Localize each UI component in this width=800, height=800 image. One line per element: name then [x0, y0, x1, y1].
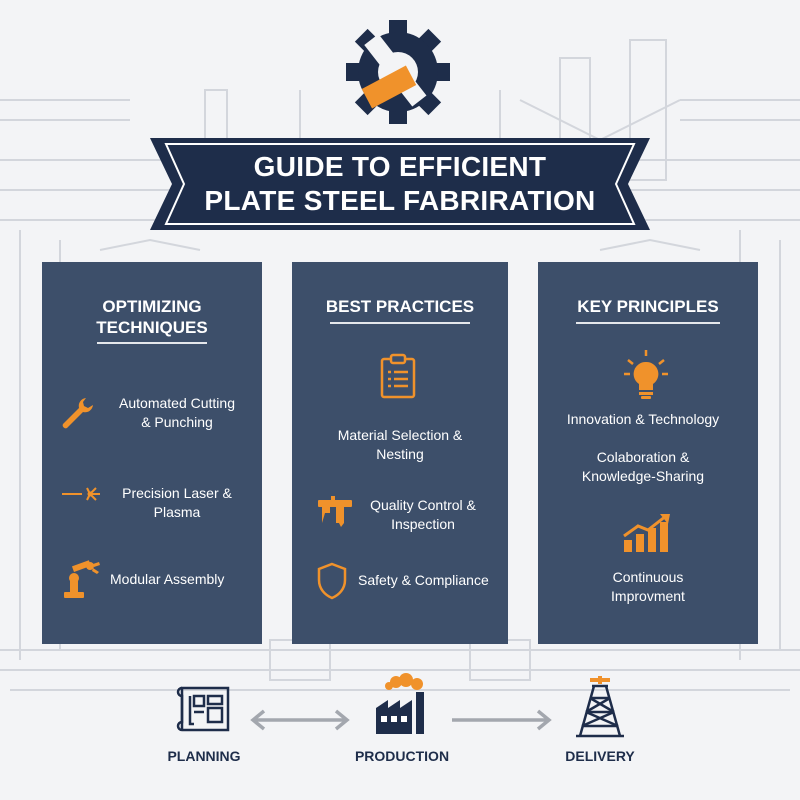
item-line-1: Innovation & Technology: [566, 411, 720, 427]
item-line-1: Quality Control &: [370, 497, 476, 513]
item-line-2: Knowledge-Sharing: [581, 468, 705, 484]
title-line-2: PLATE STEEL FABRIRATION: [204, 185, 596, 216]
list-item: Safety & Compliance: [358, 571, 508, 590]
title-underline: [330, 322, 470, 324]
gear-wrench-logo-icon: [346, 20, 450, 124]
item-line-2: & Punching: [141, 414, 213, 430]
item-line-1: Automated Cutting: [119, 395, 235, 411]
item-line-1: Continuous: [612, 569, 684, 585]
panel-best-practices: BEST PRACTICES Material Selection & Nest…: [292, 262, 508, 644]
panel-title-line-1: BEST PRACTICES: [325, 297, 475, 316]
title-banner: [150, 138, 650, 230]
list-item: Modular Assembly: [110, 570, 260, 589]
wrench-icon: [62, 398, 93, 429]
factory-icon: [376, 673, 424, 734]
caliper-icon: [318, 496, 352, 527]
robot-arm-icon: [64, 560, 100, 598]
growth-chart-icon: [623, 514, 670, 552]
panel-title-line-1: KEY PRINCIPLES: [577, 297, 719, 316]
panel-title: OPTIMIZING TECHNIQUES: [42, 296, 262, 338]
item-line-2: Inspection: [391, 516, 455, 532]
oil-rig-icon: [576, 676, 624, 738]
title-underline: [576, 322, 720, 324]
double-arrow-icon: [250, 709, 350, 731]
item-line-1: Precision Laser &: [122, 485, 232, 501]
panel-key-principles: KEY PRINCIPLES Innovation & Technology C…: [538, 262, 758, 644]
flow-label-delivery: DELIVERY: [565, 748, 635, 764]
item-line-1: Safety & Compliance: [358, 572, 489, 588]
list-item: Colaboration & Knowledge-Sharing: [538, 448, 748, 486]
item-line-2: Nesting: [376, 446, 424, 462]
item-line-1: Material Selection &: [337, 427, 463, 443]
item-line-1: Modular Assembly: [110, 571, 225, 587]
right-arrow-icon: [452, 709, 552, 731]
list-item: Precision Laser & Plasma: [102, 484, 252, 522]
panel-title: BEST PRACTICES: [292, 296, 508, 317]
item-line-2: Plasma: [153, 504, 201, 520]
item-line-1: Colaboration &: [596, 449, 690, 465]
flow-label-planning: PLANNING: [167, 748, 241, 764]
panel-optimizing-techniques: OPTIMIZING TECHNIQUES Automated Cutting …: [42, 262, 262, 644]
page-title: GUIDE TO EFFICIENT PLATE STEEL FABRIRATI…: [150, 138, 650, 230]
panel-title-line-1: OPTIMIZING: [102, 297, 202, 316]
item-line-2: Improvment: [611, 588, 685, 604]
list-item: Quality Control & Inspection: [348, 496, 498, 534]
panel-title: KEY PRINCIPLES: [538, 296, 758, 317]
list-item: Innovation & Technology: [538, 410, 748, 429]
list-item: Continuous Improvment: [538, 568, 758, 606]
title-line-1: GUIDE TO EFFICIENT: [253, 151, 547, 182]
shield-icon: [317, 562, 347, 600]
blueprint-icon: [176, 686, 230, 732]
panel-title-line-2: TECHNIQUES: [96, 318, 208, 337]
laser-spark-icon: [62, 487, 100, 501]
title-underline: [97, 342, 207, 344]
lightbulb-icon: [624, 350, 668, 399]
list-item: Automated Cutting & Punching: [102, 394, 252, 432]
clipboard-icon: [380, 353, 416, 399]
list-item: Material Selection & Nesting: [292, 426, 508, 464]
flow-label-production: PRODUCTION: [354, 748, 450, 764]
